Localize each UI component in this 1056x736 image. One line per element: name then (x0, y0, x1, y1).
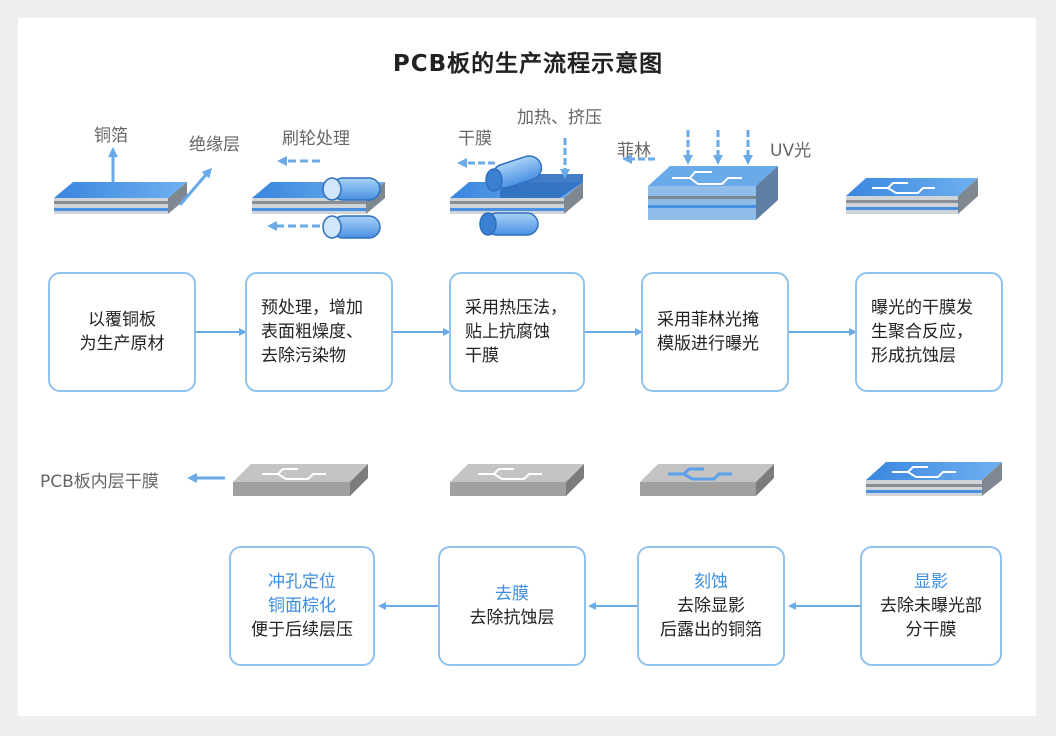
strip-title: 去膜 (495, 584, 529, 604)
step-5-line-3: 形成抗蚀层 (871, 346, 956, 366)
step-box-etch: 刻蚀 去除显影 后露出的铜箔 (637, 546, 785, 666)
step-5-line-2: 生聚合反应， (871, 322, 973, 342)
develop-line-2: 分干膜 (905, 620, 957, 640)
etch-line-1: 去除显影 (677, 596, 745, 616)
label-inner-layer: PCB板内层干膜 (40, 472, 159, 492)
step-3-line-1: 采用热压法， (465, 298, 567, 318)
board-developed (866, 462, 1002, 496)
step-1-line-2: 为生产原材 (79, 334, 165, 354)
step-box-strip: 去膜 去除抗蚀层 (438, 546, 586, 666)
step-4-line-1: 采用菲林光掩 (657, 310, 759, 330)
punch-title-1: 冲孔定位 (268, 572, 336, 592)
step-5-line-1: 曝光的干膜发 (871, 298, 973, 318)
step-3-line-2: 贴上抗腐蚀 (465, 322, 550, 342)
label-brush: 刷轮处理 (282, 129, 350, 149)
label-dry-film: 干膜 (458, 129, 492, 149)
insulation-arrow (178, 167, 212, 206)
label-film: 菲林 (617, 141, 651, 161)
board-copper-clad (54, 182, 187, 214)
label-copper-foil: 铜箔 (94, 126, 128, 146)
step-box-3: 采用热压法， 贴上抗腐蚀 干膜 (449, 272, 585, 392)
step-3-line-3: 干膜 (465, 346, 499, 366)
develop-title: 显影 (914, 572, 948, 592)
label-insulation: 绝缘层 (189, 135, 240, 155)
board-exposure (648, 166, 778, 220)
step-2-line-1: 预处理，增加 (261, 298, 363, 318)
step-4-line-2: 模版进行曝光 (657, 334, 759, 354)
step-box-4: 采用菲林光掩 模版进行曝光 (641, 272, 789, 392)
board-inner-layer (233, 464, 368, 496)
board-lamination (450, 155, 583, 236)
step-box-develop: 显影 去除未曝光部 分干膜 (860, 546, 1002, 666)
etch-line-2: 后露出的铜箔 (660, 620, 762, 640)
board-stripped (450, 464, 584, 496)
board-etched (640, 464, 774, 496)
step-box-punch: 冲孔定位 铜面棕化 便于后续层压 (229, 546, 375, 666)
diagram-title: PCB板的生产流程示意图 (392, 51, 664, 77)
step-box-1: 以覆铜板 为生产原材 (48, 272, 196, 392)
step-1-line-1: 以覆铜板 (88, 310, 156, 330)
punch-line-1: 便于后续层压 (251, 620, 353, 640)
etch-title: 刻蚀 (694, 572, 728, 592)
strip-line-1: 去除抗蚀层 (469, 608, 555, 628)
board-polymerized (846, 178, 978, 214)
develop-line-1: 去除未曝光部 (880, 596, 982, 616)
punch-title-2: 铜面棕化 (268, 596, 336, 616)
step-box-2: 预处理，增加 表面粗燥度、 去除污染物 (245, 272, 393, 392)
board-brush (252, 177, 385, 239)
label-uv: UV光 (770, 141, 812, 161)
step-box-5: 曝光的干膜发 生聚合反应， 形成抗蚀层 (855, 272, 1003, 392)
label-heat-press: 加热、挤压 (517, 108, 602, 128)
step-2-line-3: 去除污染物 (261, 346, 346, 366)
step-2-line-2: 表面粗燥度、 (261, 322, 363, 342)
